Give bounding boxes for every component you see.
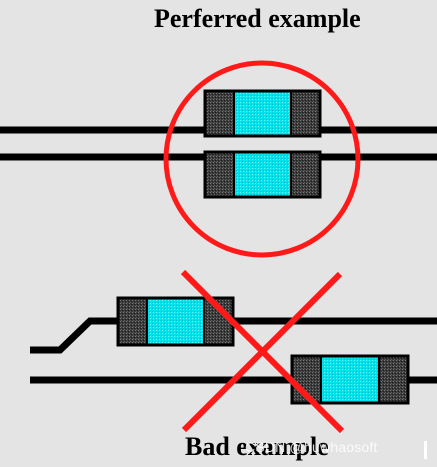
component-body: [234, 152, 291, 197]
decorative-bar: [424, 441, 427, 459]
component-body: [234, 91, 291, 136]
component-pad-right: [291, 91, 320, 136]
component-pad-left: [118, 298, 147, 345]
trace-jogged: [30, 317, 437, 354]
component-outline: [203, 89, 322, 138]
highlight-circle-icon: [163, 60, 361, 258]
watermark-text: CSDN @huwhaosoft: [245, 439, 378, 455]
component-pad-left: [205, 152, 234, 197]
component-body: [321, 356, 379, 403]
cross-mark-icon: [180, 269, 345, 434]
preferred-component-top: [203, 89, 322, 138]
component-body: [147, 298, 204, 345]
component-pad-right: [291, 152, 320, 197]
bad-component-upper: [116, 296, 235, 347]
component-pad-right: [379, 356, 408, 403]
preferred-component-bottom: [203, 150, 322, 199]
bad-example-title: Bad example: [185, 432, 329, 461]
component-outline: [203, 150, 322, 199]
preferred-example-title: Perferred example: [154, 4, 361, 33]
component-pad-left: [205, 91, 234, 136]
